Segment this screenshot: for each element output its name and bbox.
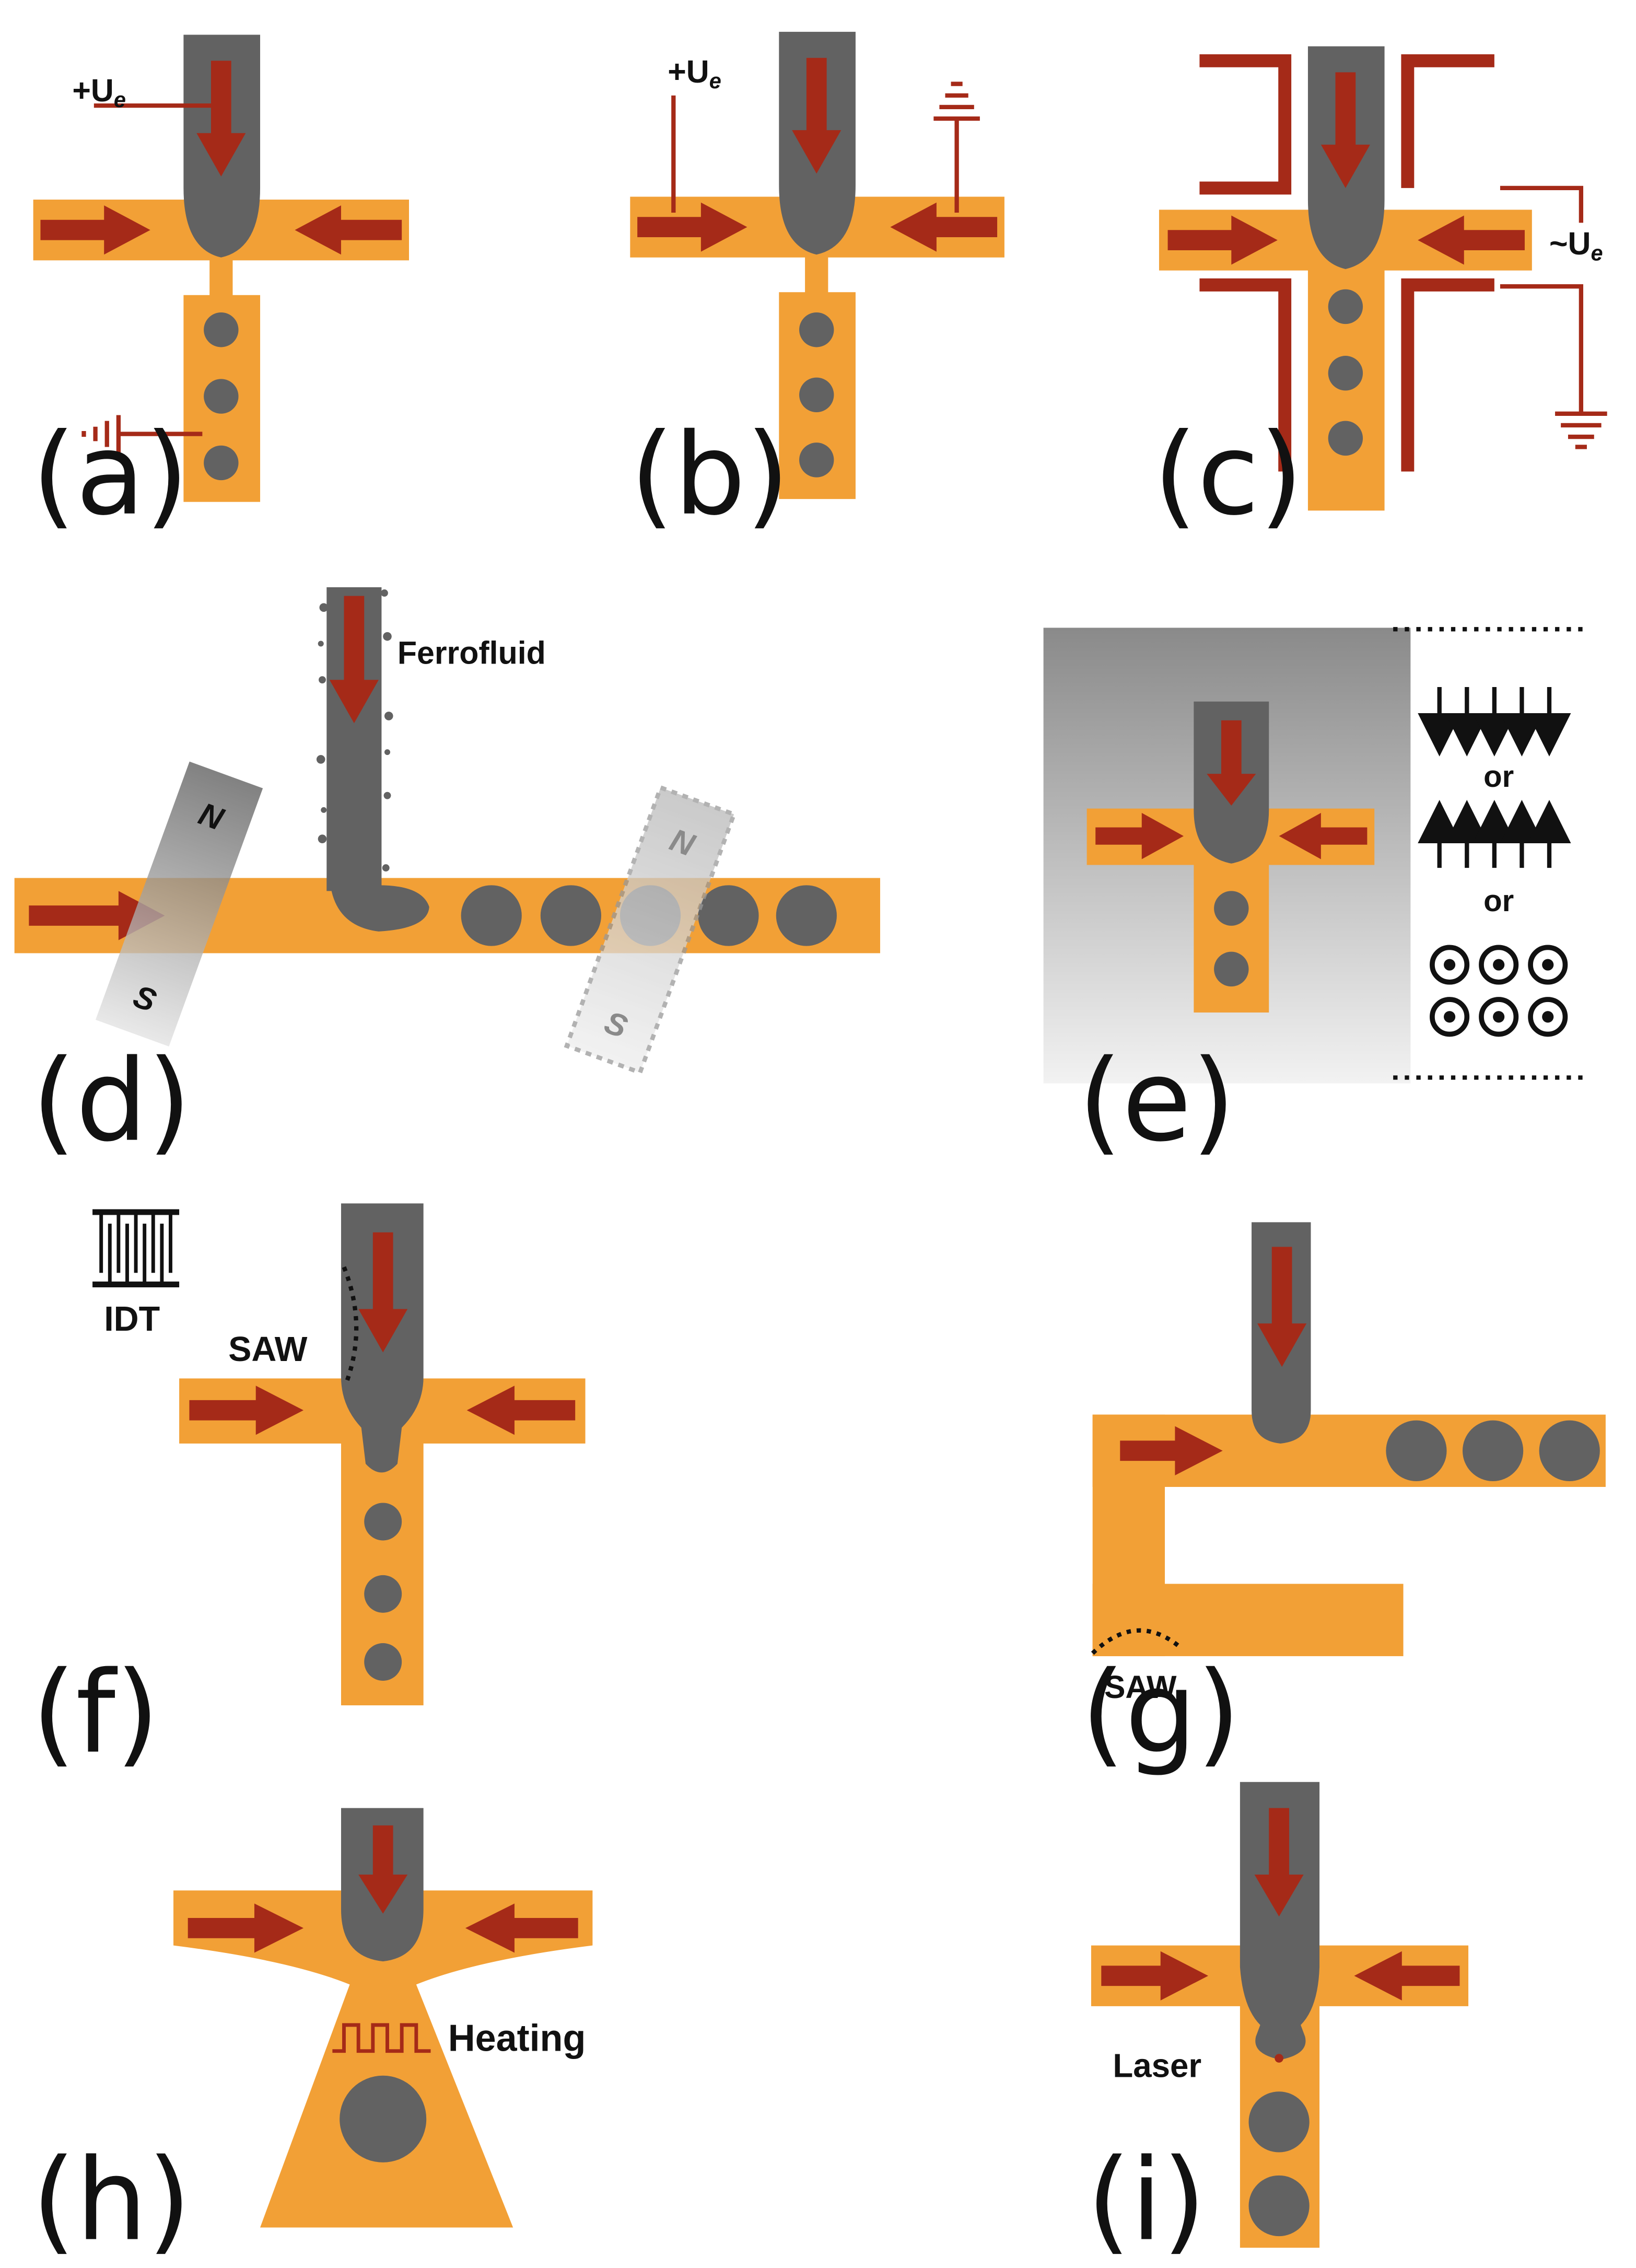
moved-magnet-position: N S (564, 785, 737, 1076)
panel-label: (d) (32, 1036, 191, 1167)
heating-label: Heating (448, 2018, 586, 2060)
panel-label: (i) (1087, 2135, 1206, 2266)
droplets (1214, 891, 1249, 987)
bottom-channel (1092, 1584, 1404, 1656)
ground-icon (81, 415, 203, 453)
ground-icon (933, 82, 980, 213)
cross-channel (173, 1890, 593, 2228)
panel-label: (a) (32, 409, 189, 540)
flow-arrows (637, 57, 998, 252)
flow-arrows (1167, 72, 1525, 265)
dispersed-phase-inlet (1240, 1782, 1320, 2060)
droplets (1328, 289, 1363, 456)
droplets (1248, 2091, 1310, 2237)
flow-arrows (40, 61, 402, 255)
droplets (364, 1503, 402, 1681)
saw-wavefront (1091, 1628, 1184, 1655)
panel-label: (c) (1153, 409, 1303, 540)
panel-c: ~Ue (c) (1153, 46, 1607, 540)
panel-label: (b) (630, 409, 789, 540)
panel-e: or or (e) (1043, 627, 1590, 1167)
field-boundary-lines (1393, 627, 1590, 1080)
laser-label: Laser (1113, 2048, 1201, 2085)
panel-label: (f) (32, 1647, 159, 1778)
saw-label: SAW (228, 1330, 308, 1369)
panel-label: (g) (1081, 1647, 1241, 1778)
panel-f: IDT SAW (f) (32, 1203, 586, 1778)
droplets (204, 312, 239, 481)
neck-channel (805, 254, 828, 295)
voltage-label: +Ue (668, 54, 721, 93)
outlet-channel (1194, 862, 1269, 1013)
panel-label: (h) (32, 2135, 191, 2266)
permanent-magnet: N S (95, 761, 263, 1047)
field-up-icon (1418, 799, 1571, 868)
or-label: or (1483, 760, 1514, 794)
flow-arrows (1120, 1247, 1307, 1475)
ferrofluid-flow-arrow (329, 596, 379, 724)
panel-label: (e) (1078, 1036, 1235, 1167)
flow-arrows (1101, 1808, 1460, 2001)
droplet (340, 2075, 427, 2162)
flow-arrows (189, 1232, 576, 1435)
neck-channel (209, 257, 233, 298)
idt-icon (92, 1209, 180, 1287)
ferrofluid-label: Ferrofluid (398, 635, 546, 671)
droplets (1386, 1420, 1600, 1481)
saw-label: SAW (1104, 1669, 1177, 1705)
ac-voltage-label: ~Ue (1549, 226, 1603, 265)
field-out-of-plane-icon (1430, 945, 1568, 1037)
laser-spot-icon (1275, 2054, 1283, 2063)
idt-label: IDT (104, 1300, 160, 1339)
heater-icon (332, 2023, 431, 2053)
panel-g: SAW (g) (1081, 1222, 1606, 1778)
panel-b: +Ue (b) (630, 31, 1004, 540)
panel-d: N S N S Ferrofluid (d) (14, 587, 880, 1167)
panel-h: Heating (h) (32, 1808, 593, 2266)
panel-i: Laser (i) (1087, 1782, 1469, 2266)
voltage-label: +Ue (72, 73, 126, 112)
flow-arrows (188, 1825, 578, 1953)
flow-arrows (1095, 720, 1368, 859)
field-down-icon (1418, 687, 1571, 757)
panel-a: +Ue (a) (32, 34, 409, 540)
ac-source-wiring (1500, 185, 1607, 449)
or-label: or (1483, 884, 1514, 918)
electrodes (1199, 54, 1494, 472)
saw-wavefront (342, 1266, 359, 1382)
droplets (799, 312, 834, 478)
